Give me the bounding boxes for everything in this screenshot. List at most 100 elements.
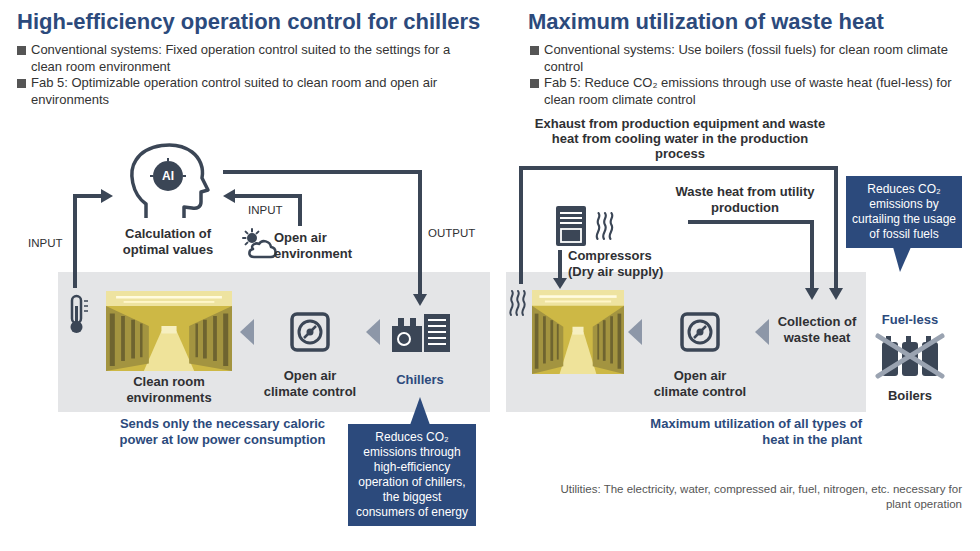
ai-head-icon [153, 161, 183, 191]
connector [688, 222, 819, 300]
supply-arrow [553, 250, 567, 289]
heat-waves [510, 291, 525, 315]
connector-line [233, 196, 300, 226]
bullet-text: Fab 5: Optimizable operation control sui… [31, 75, 475, 108]
node-box: Clean room environments [66, 288, 236, 410]
connector-line [521, 168, 836, 290]
node-label: Clean room environments [106, 374, 232, 406]
arrow-head [223, 189, 235, 203]
climate-control-icon [682, 314, 718, 350]
heat-waves [597, 213, 613, 239]
bullet-square [530, 46, 539, 55]
arrow-head [829, 288, 843, 300]
section-title: High-efficiency operation control for ch… [17, 9, 487, 35]
node-box: Fuel-lessBoilers [872, 312, 948, 406]
connector-label: OUTPUT [428, 226, 475, 240]
connector [366, 319, 380, 345]
connector [223, 172, 427, 306]
grey-band [58, 272, 490, 412]
node-label: Collection of waste heat [772, 314, 862, 346]
chiller-icon [392, 326, 422, 352]
connector-line [75, 196, 103, 288]
node-label: Reduces CO₂ emissions through high-effic… [353, 430, 471, 520]
bullet-square [530, 79, 539, 88]
clean-room-photo [532, 290, 624, 374]
grey-band [506, 272, 866, 412]
callout-tail [410, 397, 430, 425]
supply-arrow [553, 278, 567, 289]
node-label: Open air climate control [262, 368, 358, 400]
callout-box: Reduces CO₂ emissions by curtailing the … [846, 176, 962, 248]
node-box: Open air environment [240, 226, 380, 266]
climate-control-icon [292, 314, 328, 350]
clean-room-photo [106, 291, 232, 371]
boiler-icon [878, 336, 942, 376]
connector [75, 189, 113, 288]
supply-arrow [558, 250, 562, 279]
connector-line [688, 222, 812, 290]
note-text: Maximum utilization of all types of heat… [622, 416, 862, 448]
thermometer-icon [71, 321, 83, 333]
node-box: Compressors (Dry air supply) [548, 202, 688, 286]
chiller-icon [398, 318, 404, 327]
node-box: Collection of waste heat [772, 300, 862, 372]
connector-label: INPUT [248, 203, 283, 217]
node-label: Boilers [872, 388, 948, 404]
chiller-icon [392, 314, 450, 352]
flow-triangle [240, 319, 254, 345]
flow-triangle [755, 319, 769, 345]
connector [755, 319, 769, 345]
node-label: Chillers [384, 372, 456, 388]
node-label: Open air environment [274, 230, 378, 262]
node-box: AICalculation of optimal values [113, 142, 223, 264]
thermometer-icon [84, 301, 88, 311]
flow-triangle [366, 319, 380, 345]
node-label: Compressors (Dry air supply) [568, 248, 672, 280]
node-label: Reduces CO₂ emissions by curtailing the … [851, 182, 957, 242]
chiller-icon [410, 318, 416, 327]
arrow-head [413, 294, 427, 306]
bullet-text: Conventional systems: Use boilers (fossi… [544, 42, 962, 75]
exhaust-line [521, 168, 843, 300]
node-label: Fuel-less [872, 312, 948, 328]
bullet-text: Fab 5: Reduce CO₂ emissions through use … [544, 75, 962, 108]
chiller-icon [398, 333, 410, 345]
chiller-icon [428, 320, 446, 344]
arrow-head [101, 189, 113, 203]
bullet-square [17, 79, 26, 88]
connector-label: Waste heat from utility production [670, 184, 820, 216]
connector [223, 189, 300, 226]
connector-label: INPUT [28, 236, 63, 250]
weather-icon [249, 241, 275, 257]
callout-tail [893, 247, 911, 272]
note-text: Sends only the necessary caloric power a… [105, 416, 340, 448]
thermometer-icon [72, 296, 81, 323]
boiler-icon [878, 336, 942, 376]
node-box: Open air climate control [648, 306, 752, 410]
ai-head-icon [132, 145, 208, 218]
note-text: Utilities: The electricity, water, compr… [540, 482, 962, 512]
section-title: Maximum utilization of waste heat [528, 9, 968, 35]
node-box: Chillers [384, 306, 456, 392]
weather-icon [243, 229, 258, 244]
weather-icon [243, 229, 276, 257]
bullet-square [17, 46, 26, 55]
arrow-head [805, 288, 819, 300]
flow-triangle [628, 319, 642, 345]
callout-box: Reduces CO₂ emissions through high-effic… [348, 424, 476, 526]
connector-line [223, 172, 420, 296]
node-label: Open air climate control [652, 368, 748, 400]
node-label: Calculation of optimal values [113, 226, 223, 258]
chiller-icon [424, 314, 450, 352]
weather-icon [247, 233, 257, 243]
thermometer-icon [71, 296, 89, 333]
ai-head-icon [132, 145, 208, 218]
compressor-icon [560, 213, 582, 223]
bullet-text: Conventional systems: Fixed operation co… [31, 42, 475, 75]
note-text: Exhaust from production equipment and wa… [530, 116, 830, 161]
compressor-icon [556, 206, 586, 246]
compressor-icon [556, 206, 586, 246]
node-box: Open air climate control [258, 306, 362, 410]
connector [240, 319, 254, 345]
